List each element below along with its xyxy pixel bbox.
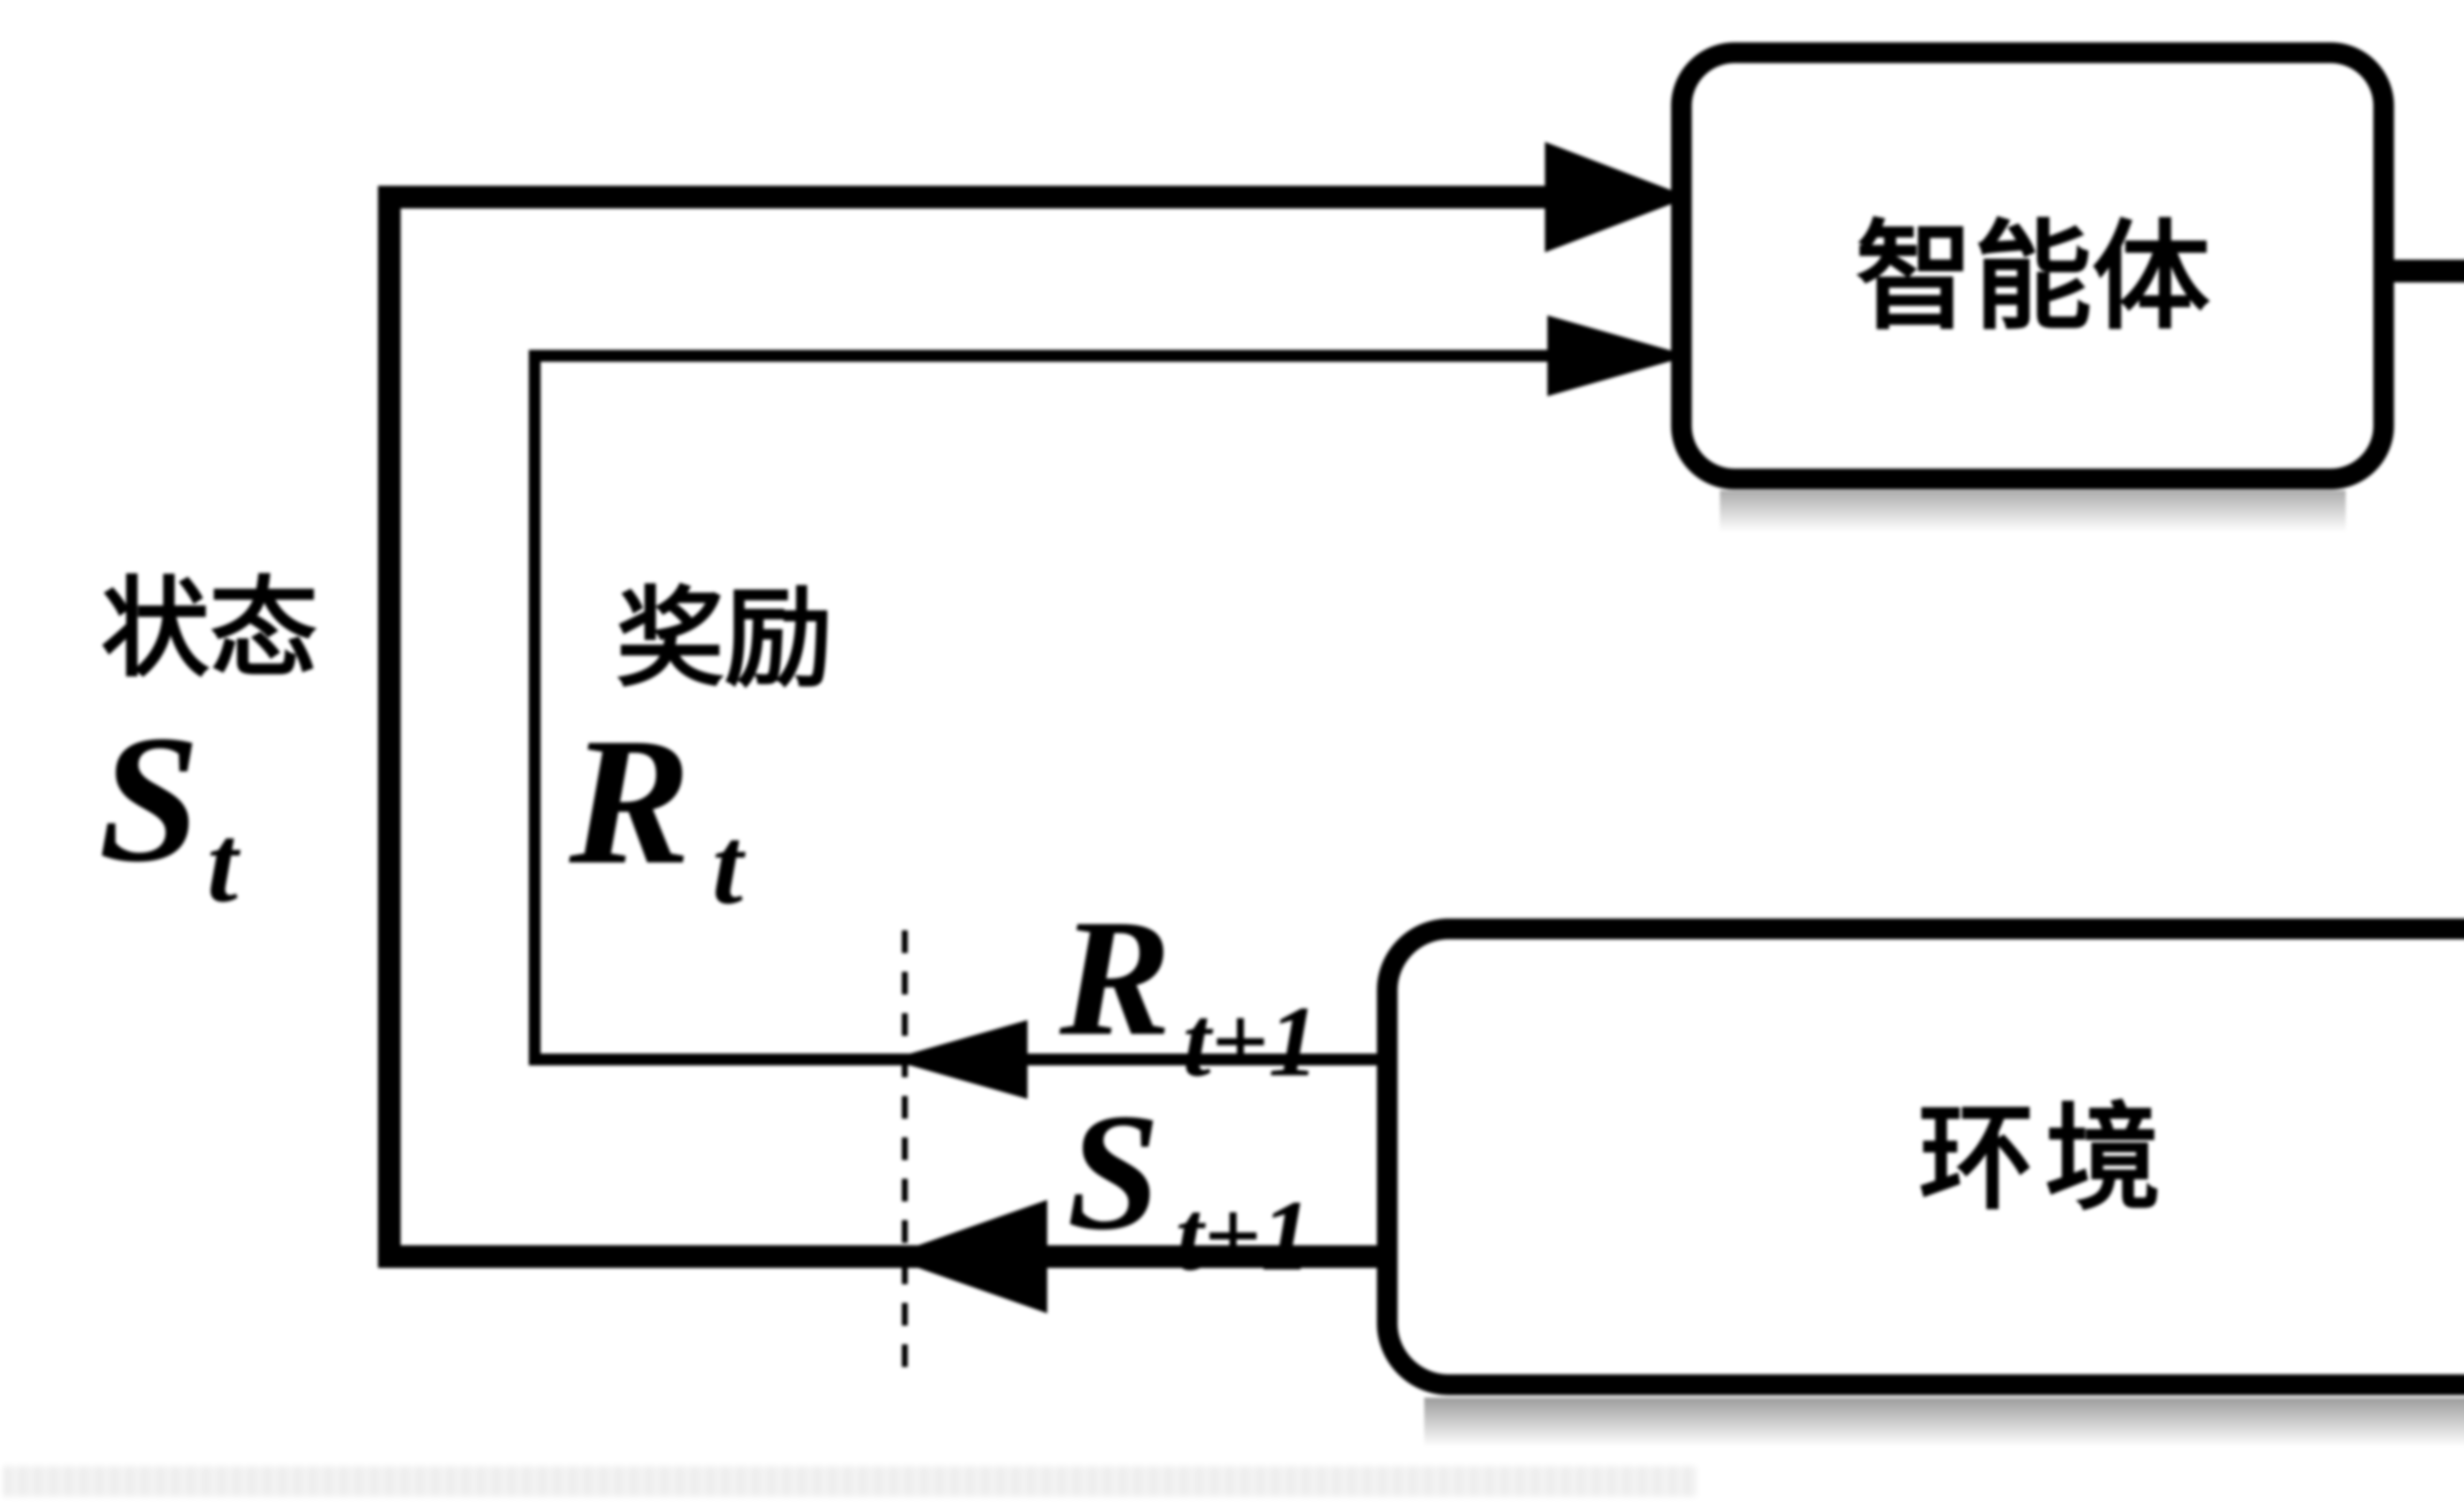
next-reward-symbol-subscript: t+1 xyxy=(1183,986,1319,1097)
next-reward-arrowhead-icon xyxy=(890,1020,1027,1099)
environment-box-label: 环境 xyxy=(1918,1095,2172,1224)
reward-symbol: R xyxy=(566,700,691,902)
scan-artifact-strip xyxy=(5,1466,1695,1497)
next-state-arrowhead-icon xyxy=(886,1200,1047,1313)
reward-caption: 奖励 xyxy=(616,580,833,700)
next-state-symbol-subscript: t+1 xyxy=(1175,1180,1311,1292)
agent-box-shadow xyxy=(1720,490,2346,532)
state-symbol: S xyxy=(99,698,200,900)
agent-box xyxy=(1671,42,2394,489)
next-state-symbol: S xyxy=(1067,1079,1160,1264)
state-symbol-subscript: t xyxy=(207,802,241,925)
reward-symbol-subscript: t xyxy=(712,804,746,927)
environment-box-shadow xyxy=(1424,1398,2464,1447)
reward-into-agent-arrowhead-icon xyxy=(1547,315,1689,396)
next-reward-symbol: R xyxy=(1057,885,1171,1070)
state-caption: 状态 xyxy=(101,570,318,690)
environment-box xyxy=(1377,919,2464,1395)
state-into-agent-arrowhead-icon xyxy=(1545,142,1689,252)
agent-box-label: 智能体 xyxy=(1855,212,2210,343)
